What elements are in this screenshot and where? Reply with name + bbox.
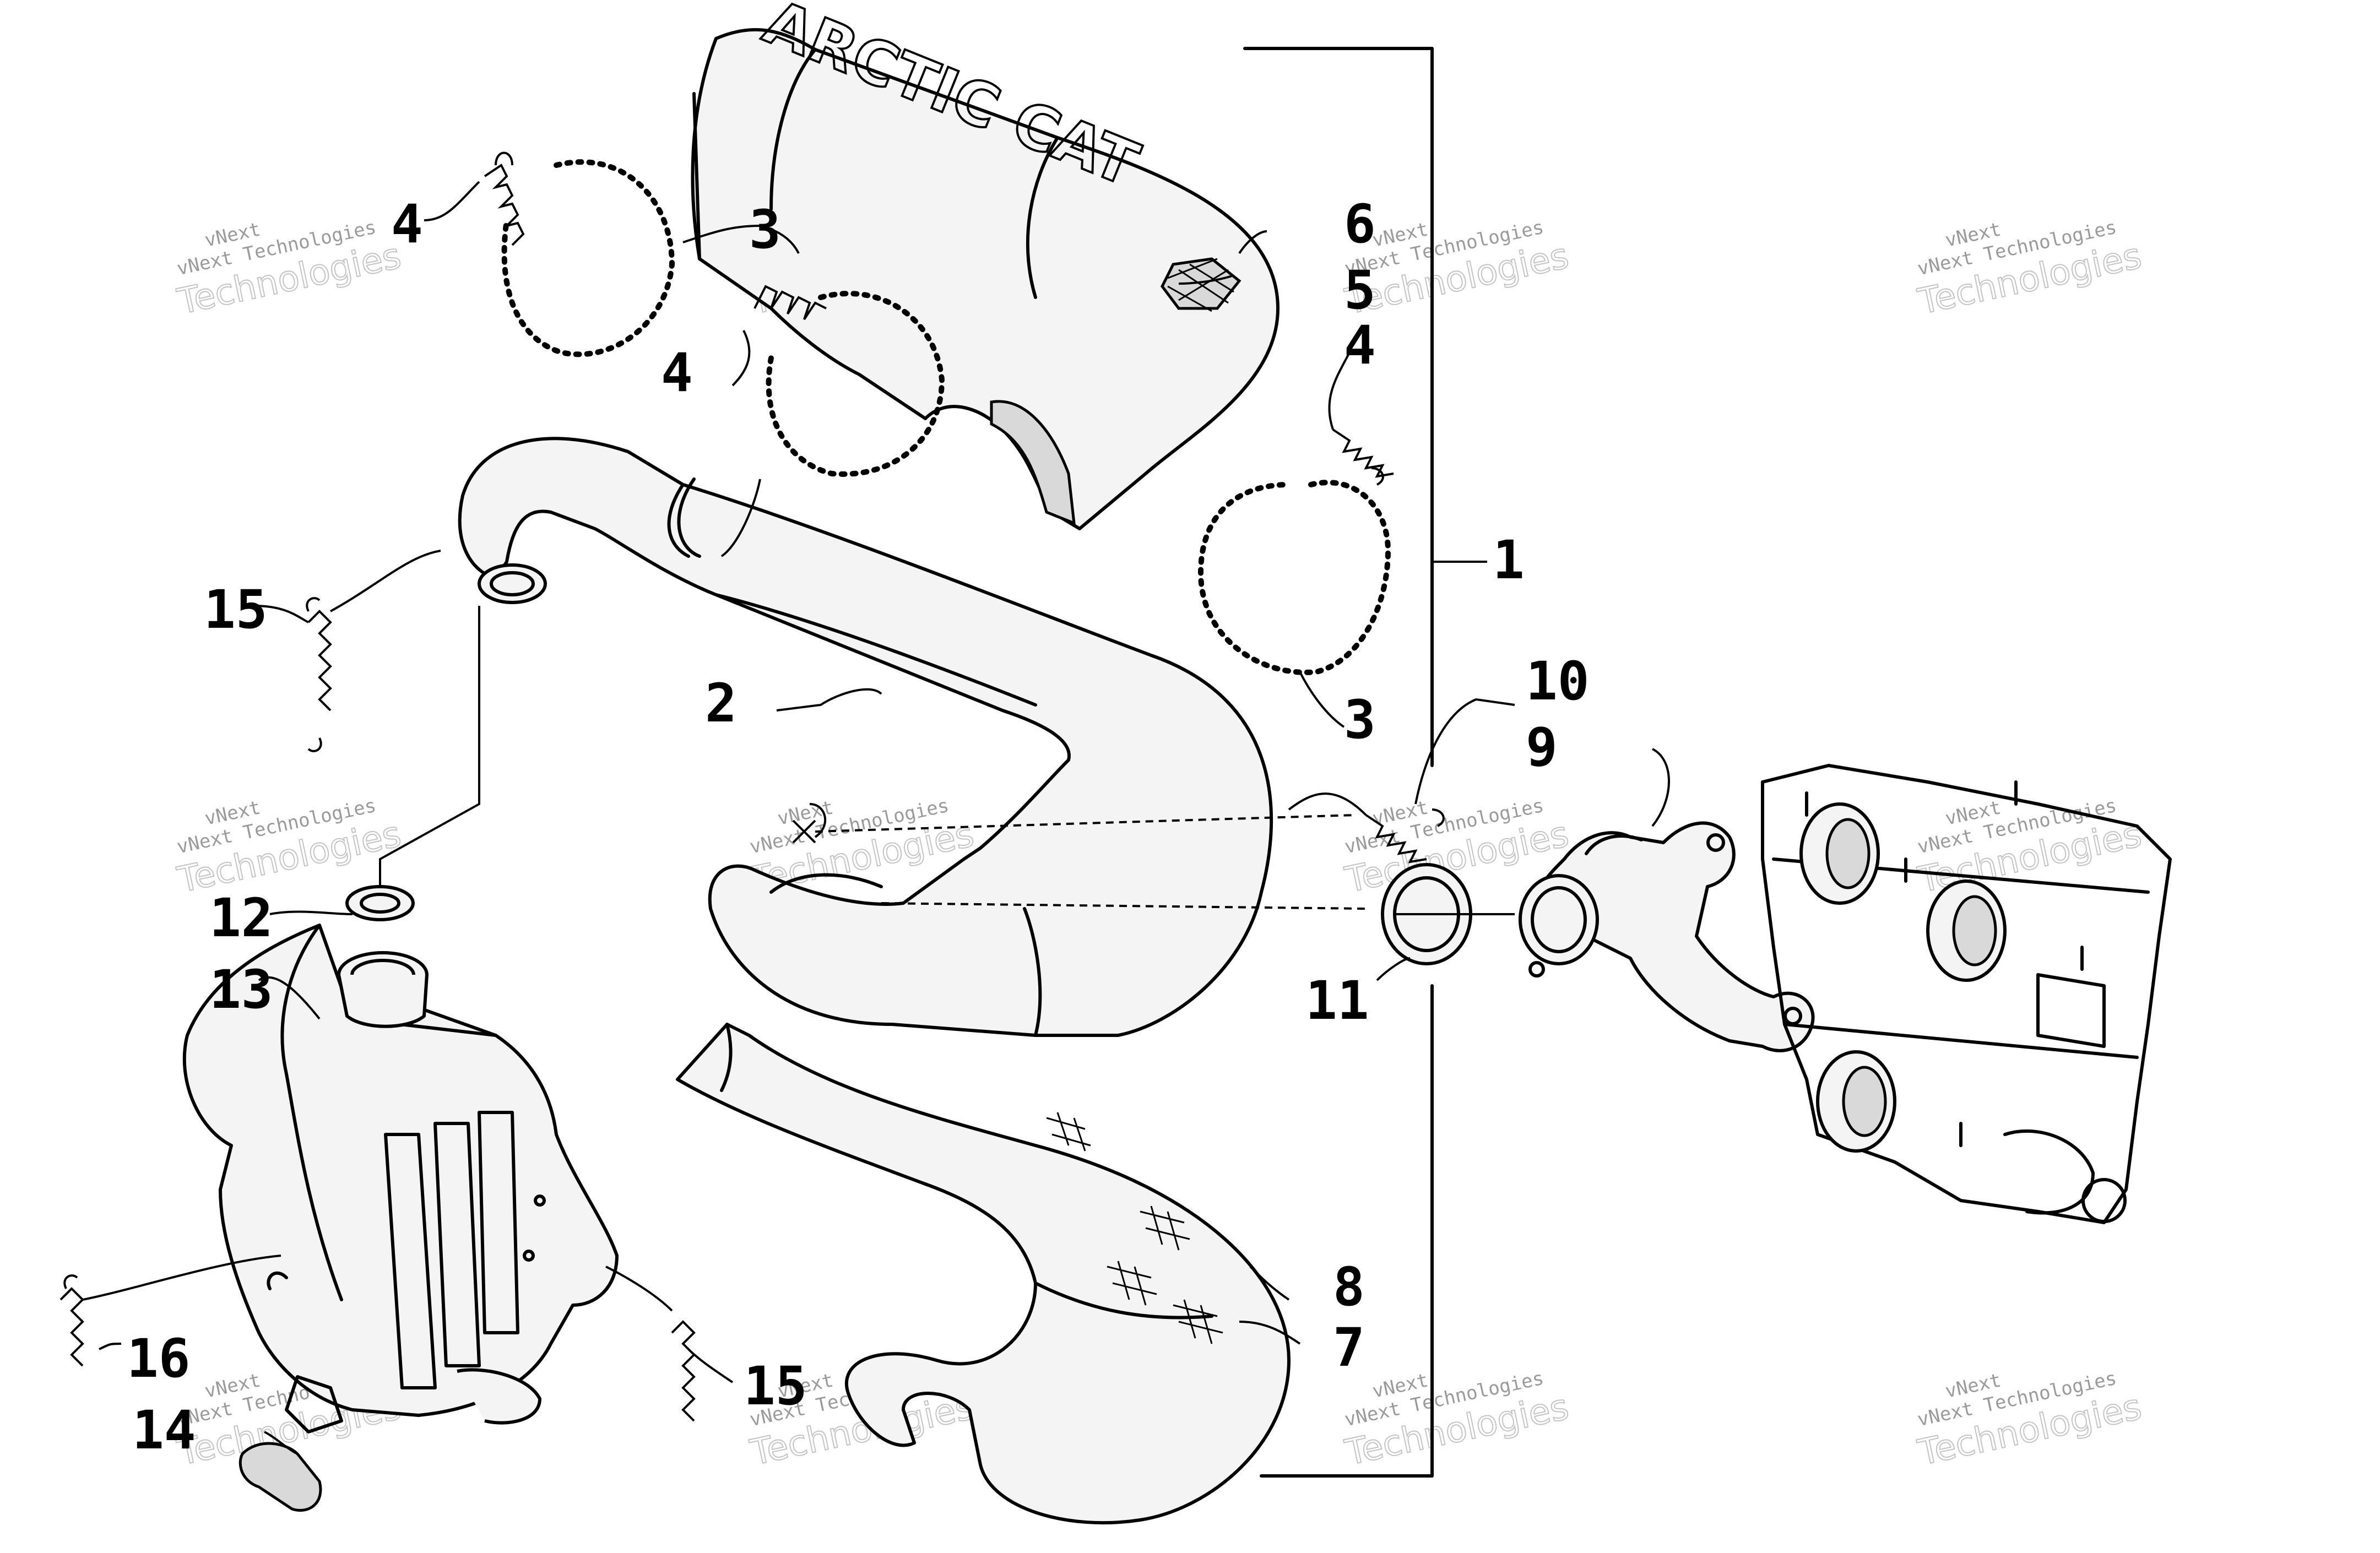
rubber-bumper: [238, 1375, 343, 1512]
watermark: vNext vNext Technologies Technologies: [1914, 1367, 2146, 1474]
callout-1: 1: [1493, 529, 1525, 591]
watermark: vNext vNext Technologies Technologies: [174, 216, 405, 323]
spring-manifold: [1365, 808, 1445, 864]
callout-8: 8: [1333, 1256, 1365, 1318]
watermark: vNext vNext Technologies Technologies: [174, 795, 405, 902]
callout-14: 14: [132, 1399, 196, 1461]
callout-4-mid: 4: [661, 342, 693, 404]
spring-front-pipe: [306, 597, 332, 752]
heat-shield-mesh: [1046, 1112, 1223, 1344]
watermark: vNext vNext Technologies Technologies: [1341, 1367, 1573, 1474]
callout-9: 9: [1526, 716, 1558, 778]
callout-15-lower: 15: [744, 1355, 807, 1417]
callout-4-left: 4: [391, 193, 423, 255]
callout-2: 2: [705, 672, 737, 734]
callout-6: 6: [1344, 193, 1376, 255]
grommet: [345, 885, 415, 921]
assembly-bracket: [1243, 47, 1487, 1478]
heat-shield-lower: [676, 1023, 1291, 1525]
muffler: [182, 924, 619, 1425]
callout-15-upper: 15: [204, 579, 268, 640]
spring-muffler-left: [59, 1274, 84, 1367]
callout-10: 10: [1526, 650, 1590, 712]
callout-labels: 1 2 3 3 4 4 4 5 6 7 8 9 10 11 12 13 14 1…: [127, 193, 1590, 1461]
expansion-chamber: [458, 437, 1273, 1037]
spring-upper-mid: [753, 285, 827, 321]
chain-clamp-mid: [766, 291, 945, 477]
callout-16: 16: [127, 1328, 191, 1389]
callout-4-right: 4: [1344, 314, 1376, 376]
callout-7: 7: [1333, 1317, 1365, 1378]
hook-clip: [792, 803, 826, 844]
spring-right: [1332, 428, 1394, 486]
heat-shield-top: ARCTIC CAT: [691, 0, 1280, 530]
cylinder-port: [1816, 1050, 1896, 1153]
callout-11: 11: [1305, 970, 1369, 1031]
chain-clamp-upper-left: [501, 159, 675, 357]
cylinder-port: [1926, 879, 2007, 982]
spring-muffler-right: [671, 1320, 696, 1422]
callout-3-lower: 3: [1344, 689, 1376, 751]
cylinder-port: [1799, 802, 1880, 905]
callout-13: 13: [209, 959, 273, 1020]
callout-5: 5: [1344, 259, 1376, 321]
watermark: vNext vNext Technologies Technologies: [1914, 216, 2146, 323]
spring-upper-left: [484, 151, 525, 246]
watermark: vNext vNext Technologies Technologies: [1341, 216, 1573, 323]
engine-block: [1761, 764, 2172, 1224]
callout-3-upper: 3: [749, 199, 781, 260]
exhaust-manifold: [1519, 821, 1815, 1052]
leader-lines: [82, 181, 1670, 1455]
chain-clamp-right: [1197, 480, 1391, 675]
callout-12: 12: [209, 887, 273, 949]
